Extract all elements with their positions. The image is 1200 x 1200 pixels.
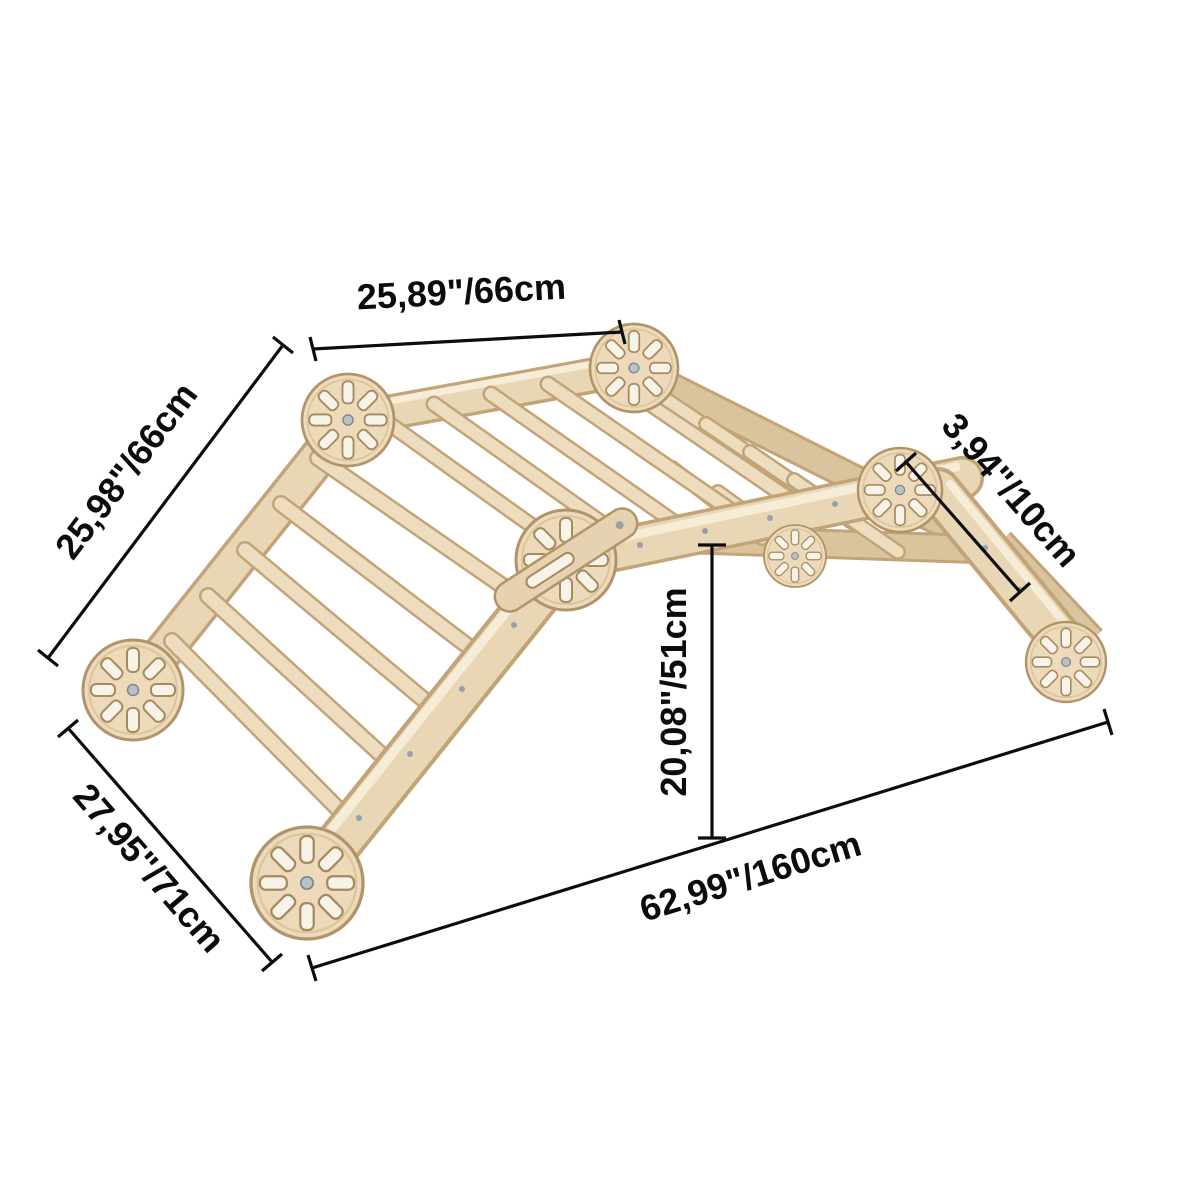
- folding-handle: [493, 507, 639, 613]
- rail-screws: [356, 622, 517, 821]
- joint-discs: [81, 322, 1108, 941]
- joint-disc: [1024, 620, 1108, 704]
- climbing-frame-illustration: [81, 322, 1108, 941]
- dimension-label-height: 20,08"/51cm: [653, 587, 694, 796]
- joint-disc: [300, 372, 396, 468]
- joint-disc: [763, 524, 827, 588]
- joint-disc: [81, 638, 185, 742]
- right-slope-rungs: [656, 390, 906, 560]
- dimension-height: 20,08"/51cm: [653, 543, 726, 840]
- left-ladder-rungs: [163, 449, 539, 834]
- joint-disc: [249, 825, 365, 941]
- joint-disc: [588, 322, 680, 414]
